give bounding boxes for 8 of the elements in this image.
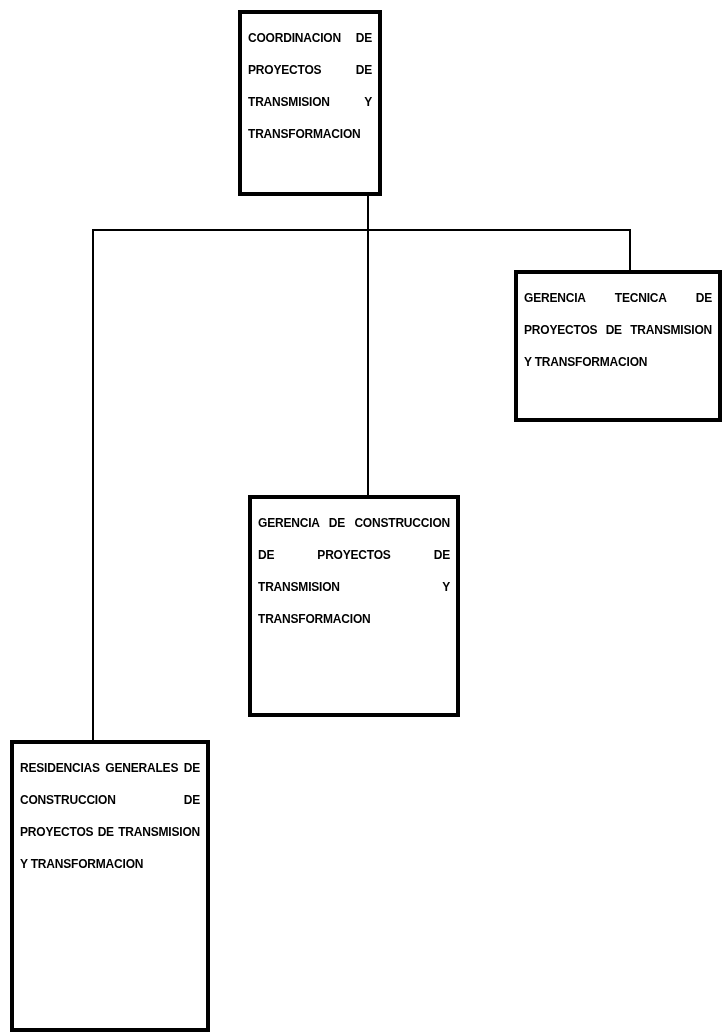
box-title: COORDINACION DE PROYECTOS DE TRANSMISION Y TRANSFORMACION bbox=[248, 30, 372, 143]
org-box bbox=[238, 10, 382, 196]
box-title: RESIDENCIAS GENERALES DE CONSTRUCCION DE PROYECTOS DE TRANSMISION Y TRANSFORMACION bbox=[20, 760, 200, 873]
box-title: GERENCIA DE CONSTRUCCION DE PROYECTOS DE TRANSMISION Y TRANSFORMACION bbox=[258, 515, 450, 628]
org-box bbox=[514, 270, 722, 422]
org-box bbox=[248, 495, 460, 717]
org-box bbox=[10, 740, 210, 1032]
box-title: GERENCIA TECNICA DE PROYECTOS DE TRANSMISION Y TRANSFORMACION bbox=[524, 290, 712, 371]
